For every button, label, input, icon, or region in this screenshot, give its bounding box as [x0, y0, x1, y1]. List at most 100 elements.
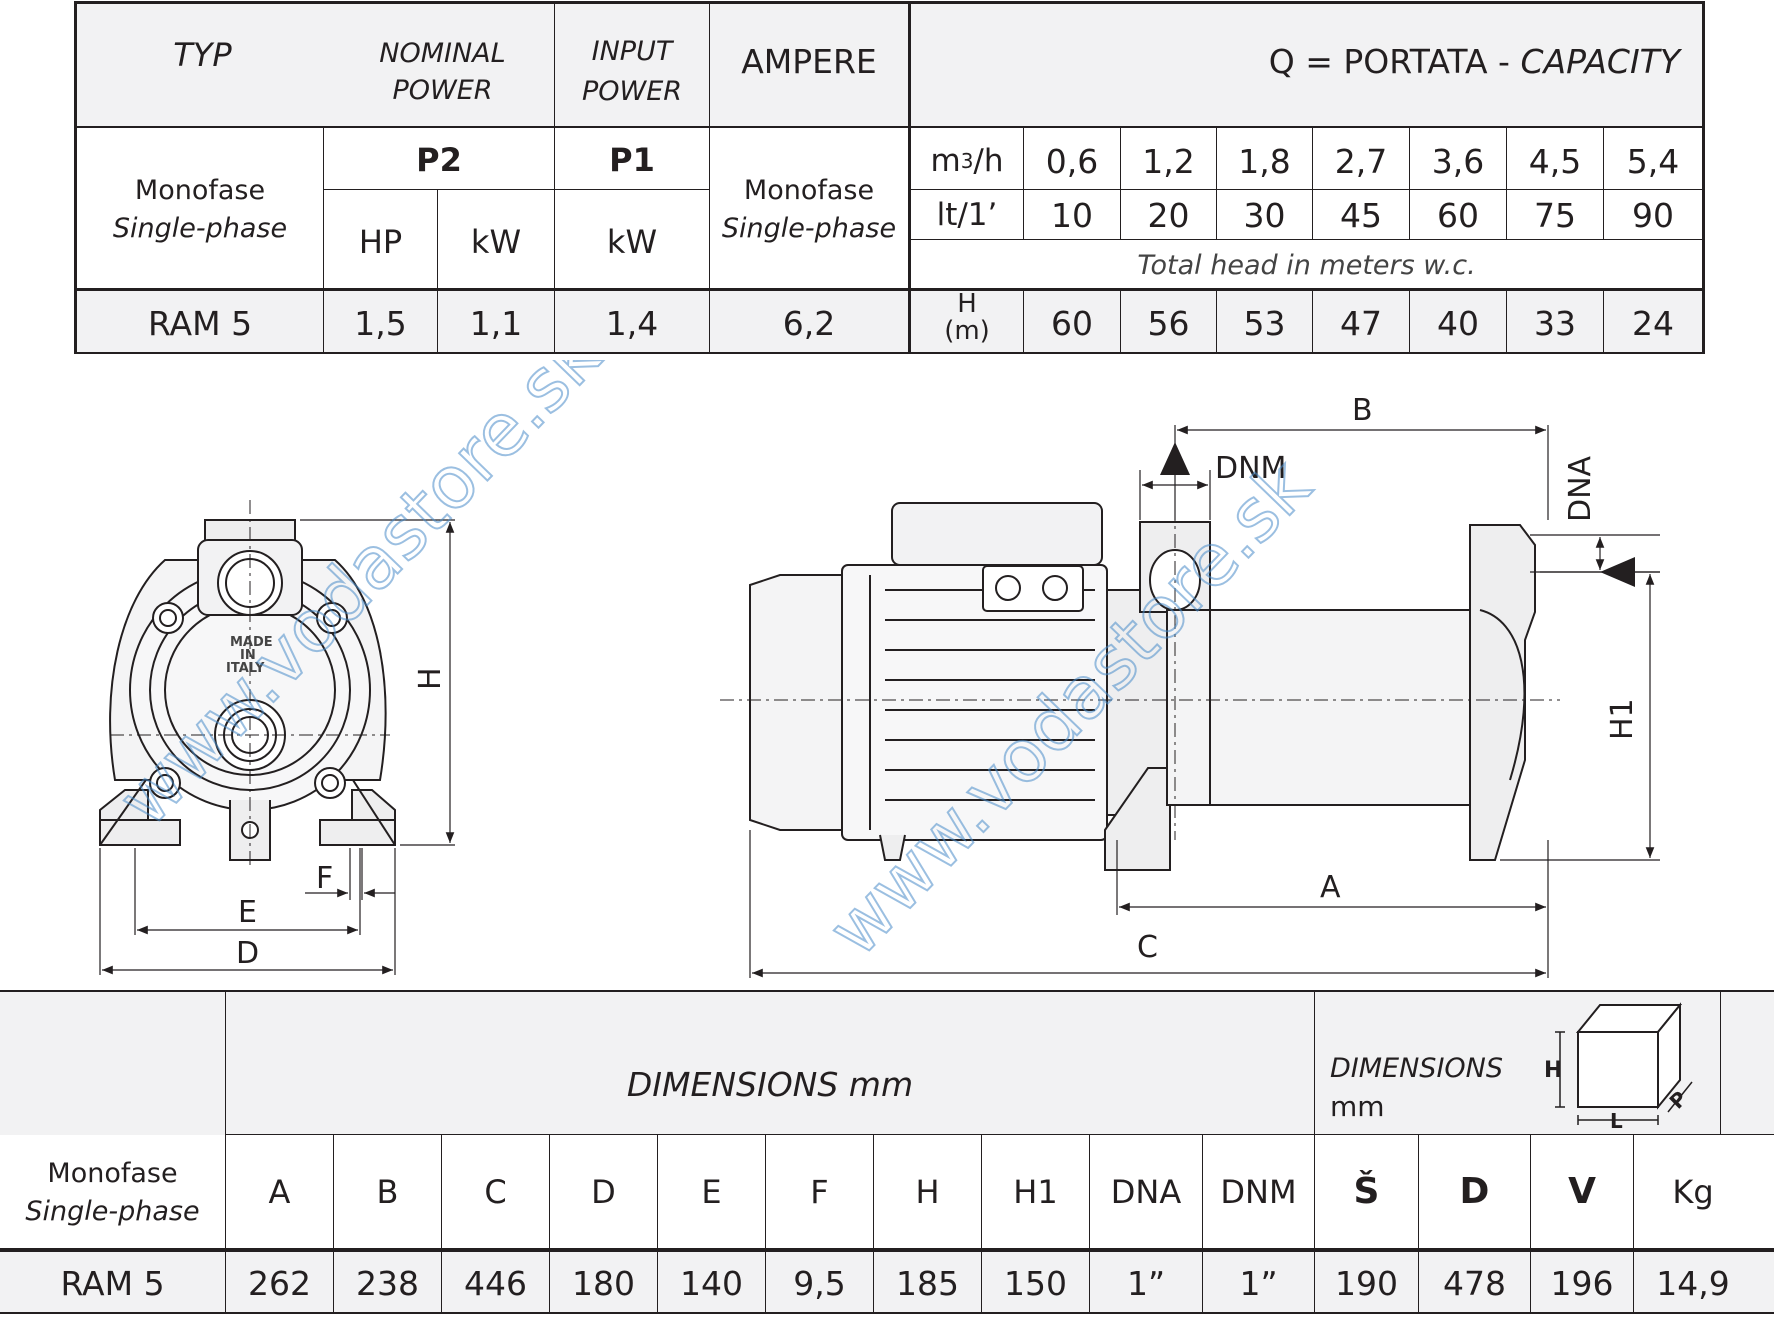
dims-col-header: E: [701, 1173, 722, 1211]
row-kw: 1,1: [469, 303, 523, 343]
capacity-suffix: CAPACITY: [1520, 41, 1680, 81]
pack-value-cell: 196: [1550, 1263, 1614, 1303]
dim-label-H1: H1: [1605, 698, 1640, 740]
dims-row-model: RAM 5: [60, 1263, 165, 1303]
dims-col-header: D: [591, 1173, 616, 1211]
dims-header-band: [0, 992, 1774, 1135]
flow-m3h-cell: 0,6: [1045, 141, 1099, 181]
front-view-dimensions: [99, 519, 455, 975]
dims-phase-label-en: Single-phase: [25, 1195, 200, 1227]
dims-col-header: A: [268, 1173, 291, 1211]
flow-m3h-cell: 2,7: [1334, 141, 1388, 181]
p1-label: P1: [609, 141, 655, 179]
flow-m3h-cell: 1,2: [1142, 141, 1195, 181]
head-cell: 60: [1051, 303, 1093, 343]
dim-label-E: E: [238, 895, 257, 930]
dims-phase-label-it: Monofase: [47, 1157, 178, 1189]
casting-text-made: MADE: [230, 635, 273, 650]
flow-lmin-cell: 10: [1051, 195, 1093, 235]
dims-col-header: C: [484, 1173, 507, 1211]
flow-lmin-cell: 75: [1534, 195, 1576, 235]
pump-side-view: [720, 480, 1560, 871]
pump-front-view: [99, 500, 396, 870]
dims-col-header: DNA: [1110, 1173, 1182, 1211]
pack-col-header: V: [1568, 1170, 1596, 1212]
flow-lmin-cell: 45: [1340, 195, 1382, 235]
dim-label-A: A: [1320, 870, 1341, 905]
dims-row-band: [0, 1250, 1774, 1312]
side-view-dimensions: [749, 425, 1660, 978]
pack-icon-l: L: [1610, 1109, 1623, 1130]
ampere-phase-it: Monofase: [743, 174, 875, 206]
unit-kw-p1: kW: [606, 223, 658, 261]
pack-value-cell: 478: [1443, 1263, 1506, 1303]
input-power-header-line1: INPUT: [591, 35, 673, 67]
dim-label-F: F: [316, 861, 333, 896]
flow-m3h-cell: 1,8: [1238, 141, 1291, 181]
head-unit-bottom: (m): [944, 316, 990, 346]
dims-col-header: F: [810, 1173, 829, 1211]
dim-label-B: B: [1352, 393, 1373, 428]
capacity-prefix: Q = PORTATA -: [1268, 41, 1521, 81]
dims-value-cell: 9,5: [793, 1263, 846, 1303]
dims-value-cell: 1”: [1126, 1263, 1166, 1303]
casting-text-in: IN: [240, 648, 256, 663]
dims-col-header: H1: [1013, 1173, 1058, 1211]
row-p1-kw: 1,4: [605, 303, 659, 343]
dims-value-cell: 185: [896, 1263, 959, 1303]
pack-col-header: Š: [1353, 1170, 1380, 1212]
ampere-phase-en: Single-phase: [721, 212, 897, 244]
casting-text-italy: ITALY: [226, 661, 265, 676]
data-row-band: [76, 290, 1703, 352]
flow-unit-m3h-base: m: [930, 143, 961, 179]
flow-lmin-cell: 90: [1632, 195, 1674, 235]
head-cell: 47: [1340, 303, 1382, 343]
pack-icon-h: H: [1544, 1058, 1562, 1083]
dim-label-D: D: [236, 936, 259, 971]
typ-header: TYP: [173, 36, 232, 74]
flow-unit-m3h-tail: /h: [973, 143, 1004, 179]
pack-value-cell: 14,9: [1656, 1263, 1730, 1303]
dims-value-cell: 140: [680, 1263, 743, 1303]
flow-lmin-cell: 30: [1243, 195, 1286, 235]
dim-label-H: H: [413, 667, 448, 690]
dim-label-C: C: [1137, 930, 1158, 965]
phase-label-it: Monofase: [134, 174, 266, 206]
head-cell: 24: [1632, 303, 1674, 343]
dims-col-header: DNM: [1220, 1173, 1297, 1211]
dims-col-header: B: [376, 1173, 399, 1211]
dims-value-cell: 238: [356, 1263, 419, 1303]
dims-value-cell: 446: [464, 1263, 527, 1303]
capacity-header: Q = PORTATA - CAPACITY: [1200, 38, 1680, 84]
pack-dimensions-title-line1: DIMENSIONS: [1330, 1052, 1503, 1084]
nominal-power-header-line1: NOMINAL: [379, 37, 506, 69]
unit-kw-p2: kW: [470, 223, 522, 261]
flow-unit-lmin: lt/1’: [936, 197, 998, 233]
nominal-power-header-line2: POWER: [392, 74, 493, 106]
row-model: RAM 5: [147, 303, 253, 343]
flow-m3h-cell: 4,5: [1528, 141, 1582, 181]
head-cell: 40: [1437, 303, 1479, 343]
phase-label-en: Single-phase: [112, 212, 288, 244]
total-head-note: Total head in meters w.c.: [1137, 249, 1476, 281]
dims-value-cell: 150: [1004, 1263, 1067, 1303]
header-band: [76, 3, 1703, 127]
head-cell: 56: [1147, 303, 1190, 343]
head-cell: 53: [1243, 303, 1286, 343]
row-ampere: 6,2: [782, 303, 836, 343]
head-cell: 33: [1534, 303, 1576, 343]
flow-unit-m3h-sup: 3: [960, 149, 974, 173]
p2-label: P2: [416, 141, 462, 179]
dims-value-cell: 262: [248, 1263, 311, 1303]
ampere-header: AMPERE: [741, 41, 877, 81]
pack-col-header: D: [1459, 1170, 1490, 1212]
head-unit-top: H: [957, 289, 977, 319]
dim-label-DNA: DNA: [1563, 455, 1598, 522]
input-power-header-line2: POWER: [581, 75, 683, 107]
pump-drawing: MADE IN ITALY H D E F: [99, 360, 1660, 978]
dimensions-title: DIMENSIONS mm: [626, 1064, 914, 1104]
dims-value-cell: 1”: [1239, 1263, 1278, 1303]
dims-value-cell: 180: [572, 1263, 635, 1303]
flow-arrow-up: [1160, 442, 1190, 475]
